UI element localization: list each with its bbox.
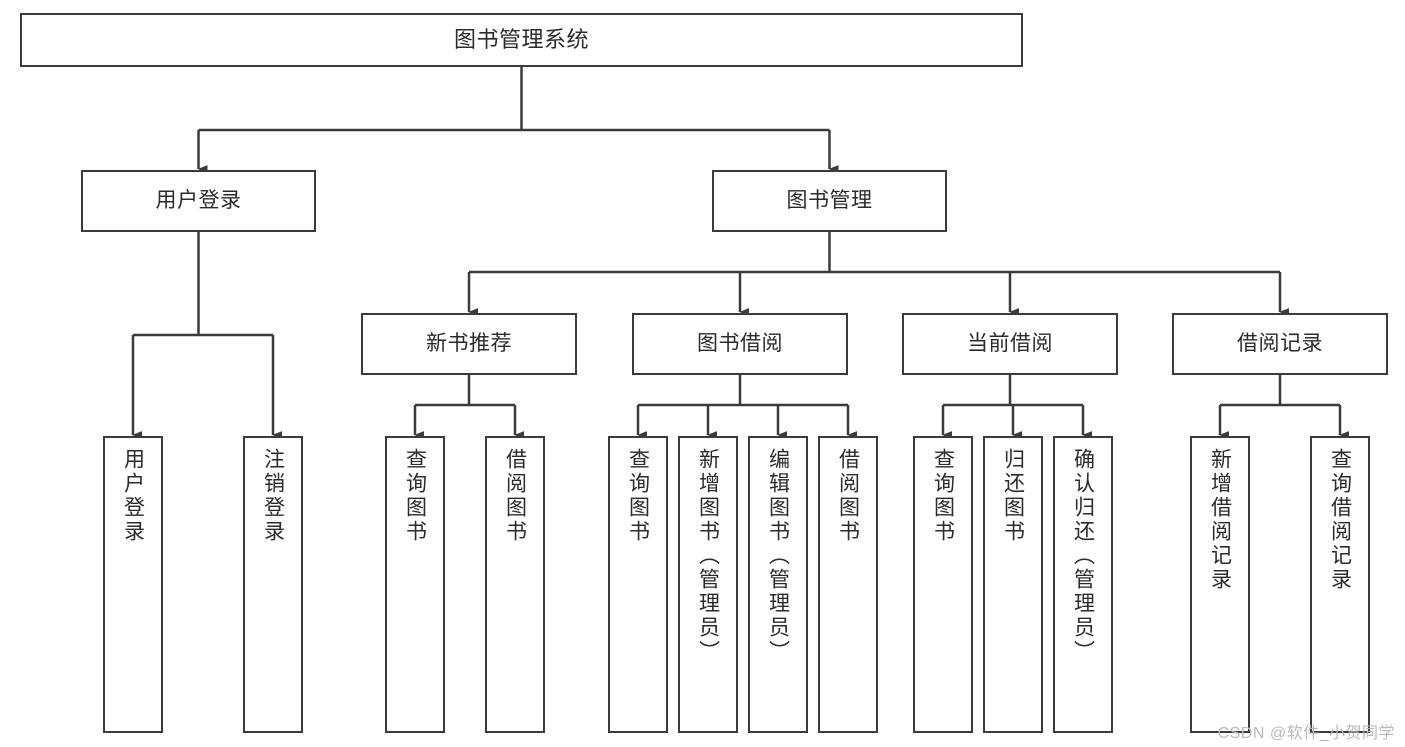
- node-label: 借阅图书: [836, 448, 860, 544]
- node-l-returnbk[interactable]: 归还图书: [983, 436, 1043, 733]
- node-l-borrowbk2[interactable]: 借阅图书: [818, 436, 878, 733]
- node-l-queryrec[interactable]: 查询借阅记录: [1310, 436, 1370, 733]
- node-label: 查询图书: [626, 448, 650, 544]
- node-l-logout[interactable]: 注销登录: [243, 436, 303, 733]
- node-login[interactable]: 用户登录: [81, 170, 316, 232]
- node-label: 当前借阅: [967, 331, 1053, 355]
- node-label: 查询图书: [403, 448, 427, 544]
- node-label: 借阅记录: [1237, 331, 1323, 355]
- node-label: 新书推荐: [426, 331, 512, 355]
- node-newbook[interactable]: 新书推荐: [361, 313, 577, 375]
- node-l-addbook[interactable]: 新增图书（管理员）: [678, 436, 738, 733]
- node-label: 注销登录: [261, 448, 285, 544]
- node-label: 图书管理: [786, 188, 873, 212]
- node-label: 确认归还（管理员）: [1071, 448, 1095, 664]
- node-l-addrec[interactable]: 新增借阅记录: [1190, 436, 1250, 733]
- node-label: 用户登录: [121, 448, 145, 544]
- connector-lines: [131, 67, 1350, 439]
- node-root[interactable]: 图书管理系统: [20, 13, 1023, 67]
- node-label: 新增图书（管理员）: [696, 448, 720, 664]
- node-l-querybook3[interactable]: 查询图书: [913, 436, 973, 733]
- node-l-userlogin[interactable]: 用户登录: [103, 436, 163, 733]
- node-label: 新增借阅记录: [1208, 448, 1232, 592]
- node-records[interactable]: 借阅记录: [1172, 313, 1388, 375]
- node-label: 编辑图书（管理员）: [766, 448, 790, 664]
- node-label: 图书借阅: [697, 331, 783, 355]
- node-label: 借阅图书: [503, 448, 527, 544]
- node-label: 查询图书: [931, 448, 955, 544]
- node-l-querybook1[interactable]: 查询图书: [385, 436, 445, 733]
- node-current[interactable]: 当前借阅: [902, 313, 1118, 375]
- node-label: 图书管理系统: [453, 27, 589, 53]
- node-label: 查询借阅记录: [1328, 448, 1352, 592]
- node-bookmgmt[interactable]: 图书管理: [712, 170, 947, 232]
- node-l-borrowbk1[interactable]: 借阅图书: [485, 436, 545, 733]
- node-l-editbook[interactable]: 编辑图书（管理员）: [748, 436, 808, 733]
- csdn-watermark: CSDN @软件_小贺同学: [1217, 725, 1395, 742]
- node-label: 用户登录: [155, 188, 242, 212]
- node-label: 归还图书: [1001, 448, 1025, 544]
- node-l-querybook2[interactable]: 查询图书: [608, 436, 668, 733]
- node-borrow[interactable]: 图书借阅: [632, 313, 848, 375]
- node-l-confirm[interactable]: 确认归还（管理员）: [1053, 436, 1113, 733]
